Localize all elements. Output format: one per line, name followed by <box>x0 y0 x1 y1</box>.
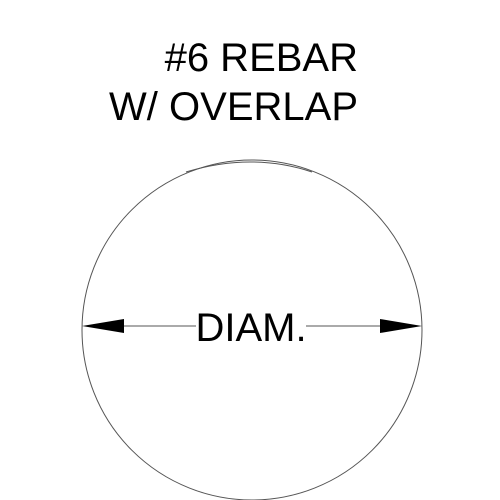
callout-line-overlap: W/ OVERLAP <box>109 85 358 129</box>
dimension-arrowhead-right <box>380 319 422 333</box>
overlap-arc <box>185 161 313 173</box>
dimension-arrowhead-left <box>82 319 124 333</box>
rebar-circle-outline <box>81 159 423 500</box>
dimension-label: DIAM. <box>195 306 306 350</box>
callout-line-rebar-size: #6 REBAR <box>165 36 358 80</box>
